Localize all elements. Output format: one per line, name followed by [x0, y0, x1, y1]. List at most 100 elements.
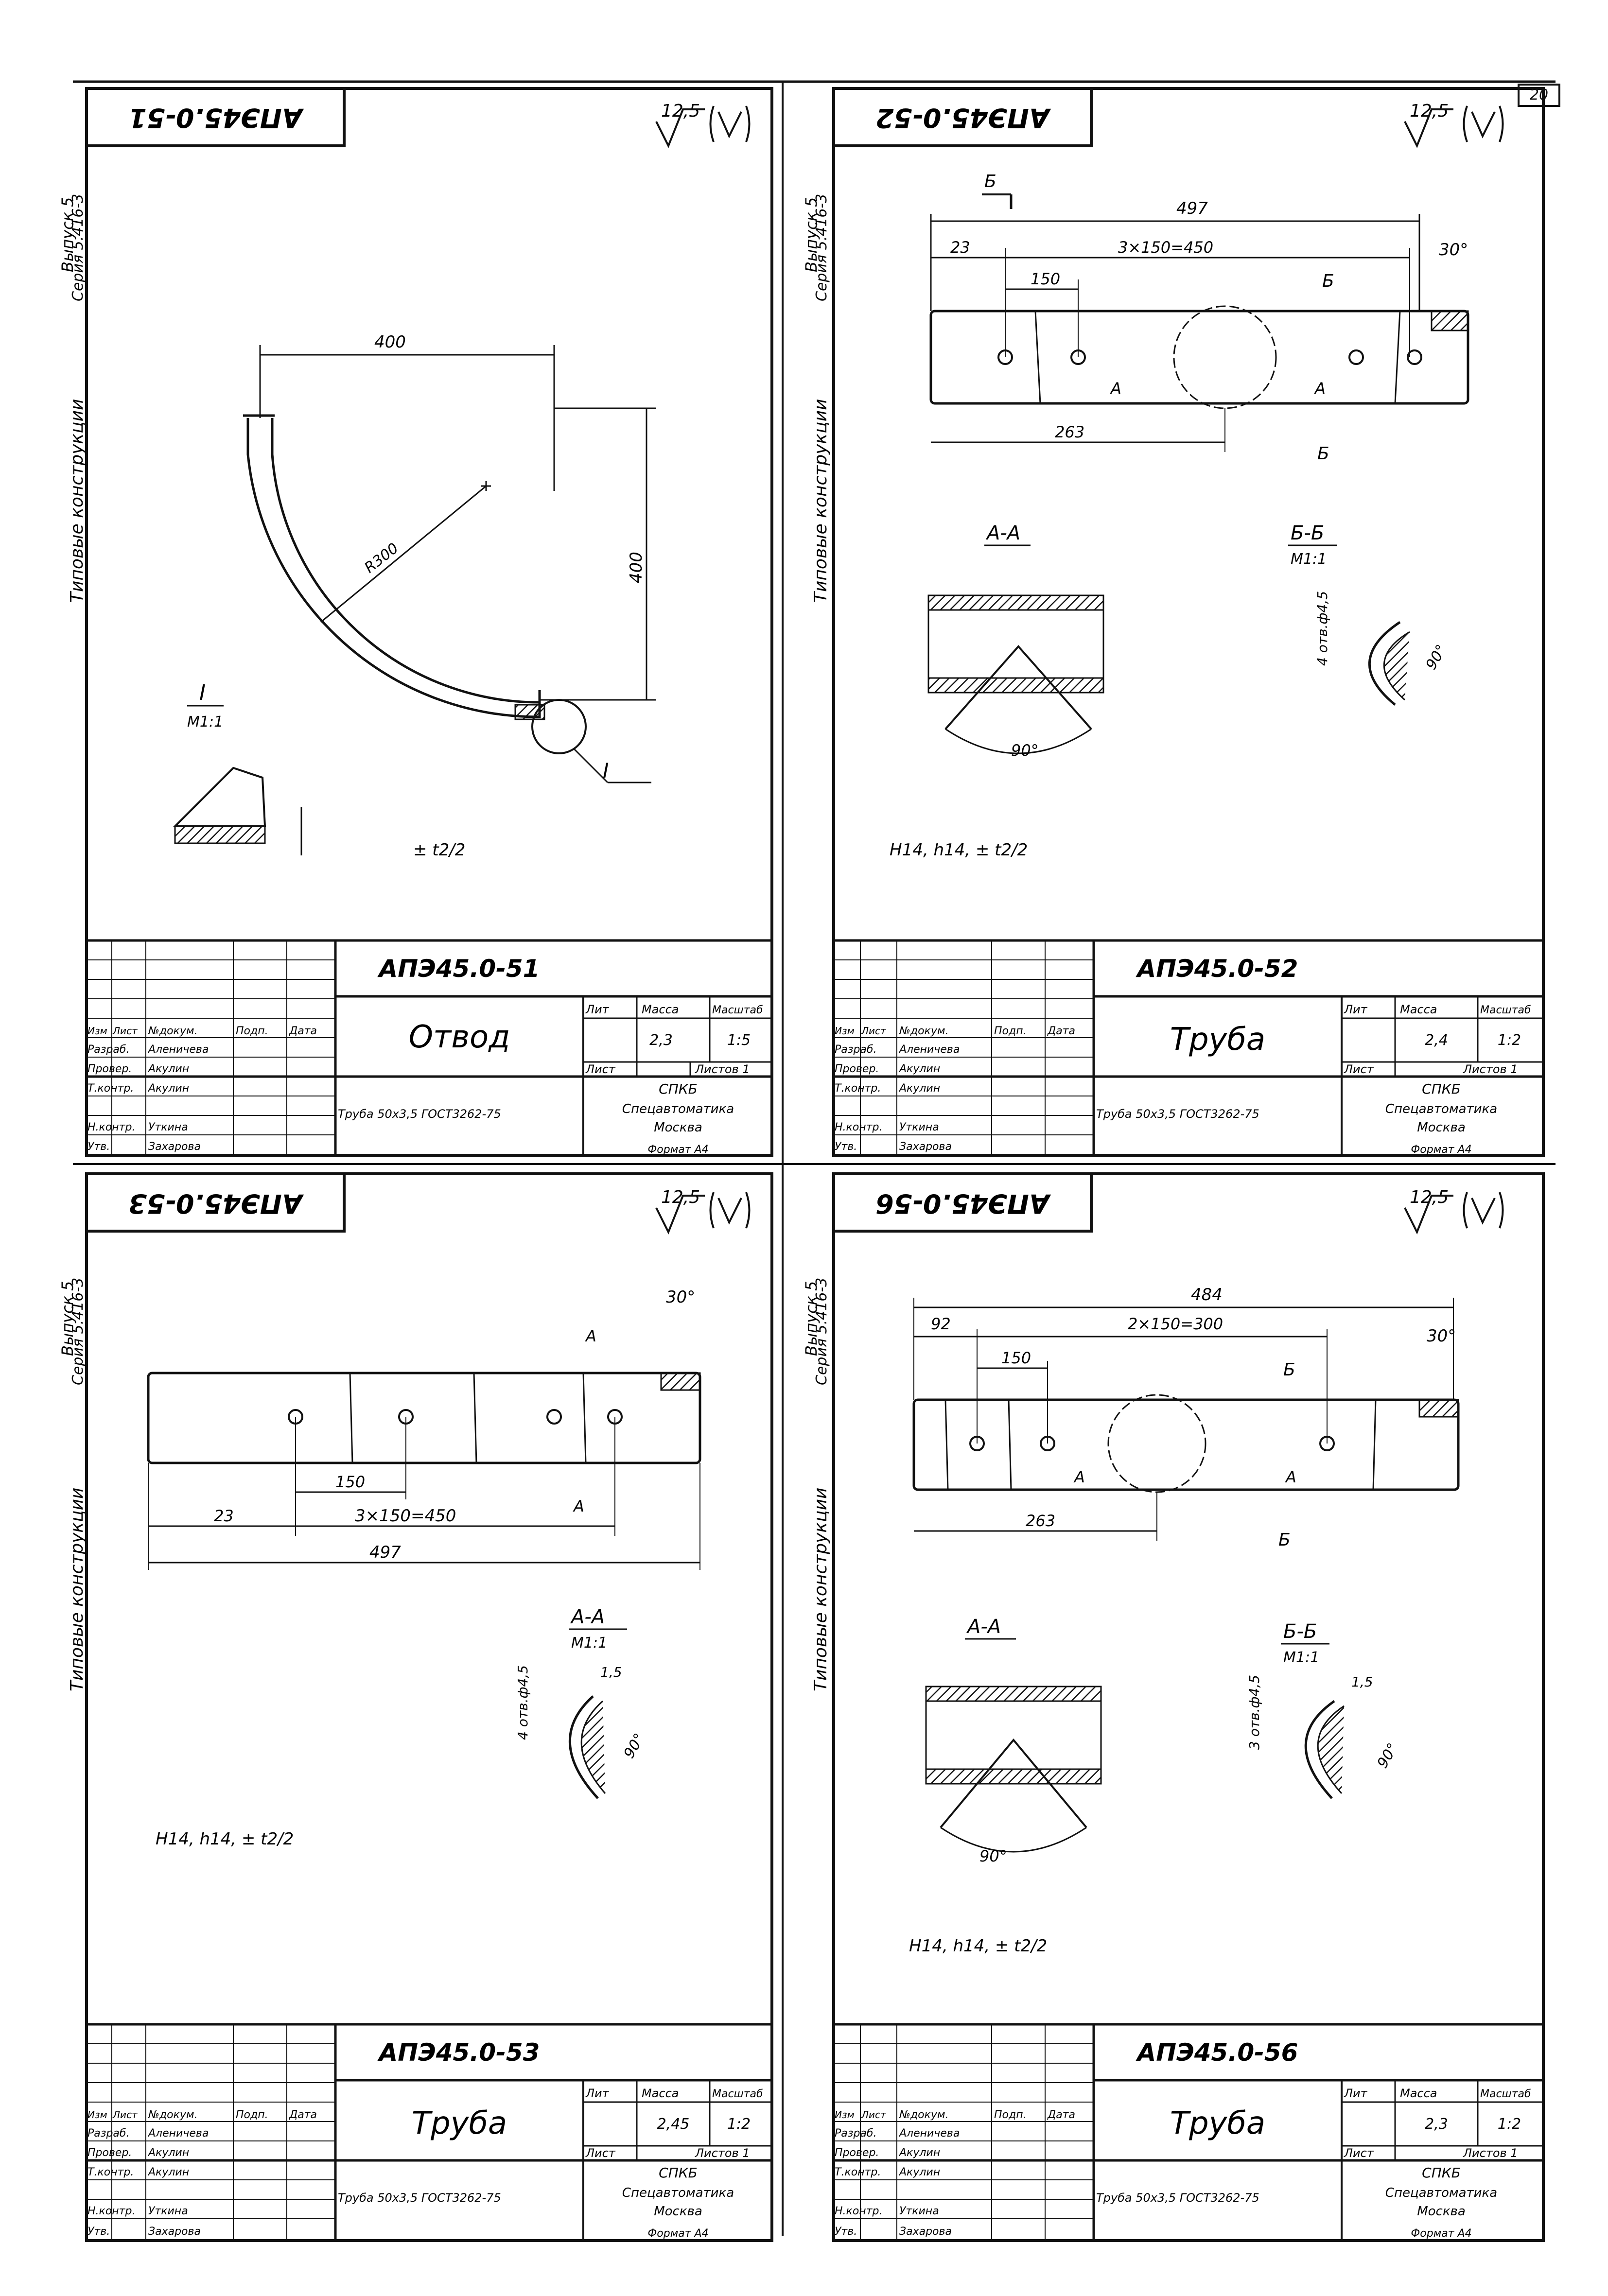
- part-name-4: Труба: [1170, 2105, 1265, 2141]
- title-block-3: Изм Лист №докум. Подп. Дата Разраб. Ален…: [85, 2023, 773, 2242]
- org1-2: СПКБ: [1422, 1081, 1461, 1097]
- sheet-2-series: Серия 5.416-3: [813, 194, 830, 301]
- person-nkontr: Уткина: [899, 1121, 939, 1133]
- lbl-podp: Подп.: [236, 2109, 268, 2121]
- org3-3: Москва: [654, 2204, 702, 2219]
- dim-horizontal: 400: [374, 332, 406, 352]
- sheet-1-issue: Выпуск 5: [58, 197, 77, 272]
- person-tkontr: Акулин: [147, 2166, 189, 2178]
- section-bb-angle-4: 90°: [1374, 1740, 1402, 1771]
- person-nkontr: Уткина: [899, 2205, 939, 2217]
- section-aa-angle-3: 90°: [621, 1730, 648, 1761]
- lbl-list: Лист: [861, 2109, 887, 2121]
- sheet-3-series: Серия 5.416-3: [70, 1278, 87, 1385]
- lbl-utv: Утв.: [835, 1141, 857, 1153]
- org3-1: Москва: [654, 1120, 702, 1135]
- person-razrab: Аленичева: [147, 2127, 209, 2139]
- material-4: Труба 50х3,5 ГОСТ3262-75: [1096, 2191, 1259, 2205]
- sheet-3-stamp-code: АПЭ45.0-53: [128, 1188, 304, 1219]
- lbl-data: Дата: [1047, 1025, 1075, 1037]
- person-prover: Акулин: [147, 1063, 189, 1075]
- wall-note-4: 1,5: [1351, 1674, 1373, 1690]
- tolerance-note-4: H14, h14, ± t2/2: [909, 1936, 1047, 1956]
- lbl-sheet: Лист: [585, 1062, 616, 1076]
- title-block-4: Изм Лист №докум. Подп. Дата Разраб. Ален…: [832, 2023, 1545, 2242]
- dim-step-3: 150: [335, 1473, 365, 1491]
- lbl-podp: Подп.: [994, 2109, 1027, 2121]
- cut-mark-b-2: Б: [1317, 444, 1329, 464]
- section-aa-title-4: А-А: [966, 1616, 1001, 1638]
- dim-step-2: 150: [1031, 270, 1060, 288]
- lbl-massa: Масса: [642, 1003, 679, 1016]
- lbl-sheet: Лист: [585, 2146, 616, 2160]
- material-2: Труба 50х3,5 ГОСТ3262-75: [1096, 1107, 1259, 1121]
- section-bb-scale-2: М1:1: [1291, 551, 1327, 568]
- lbl-razrab: Разраб.: [835, 1044, 876, 1056]
- lbl-ndoc: №докум.: [899, 1025, 948, 1037]
- roughness-icon: [655, 1195, 705, 1235]
- lbl-lit: Лит: [1344, 1003, 1368, 1016]
- lbl-ndoc: №докум.: [899, 2109, 948, 2121]
- cut-mark-b-top: Б: [1283, 1360, 1295, 1380]
- mass-4: 2,3: [1425, 2116, 1448, 2133]
- section-aa-angle-2: 90°: [1011, 741, 1039, 760]
- lbl-prover: Провер.: [87, 1063, 132, 1075]
- cut-mark-a-1: А: [1073, 1468, 1085, 1486]
- lbl-izm: Изм: [835, 2109, 855, 2121]
- title-code-4: АПЭ45.0-56: [1136, 2038, 1298, 2067]
- dim-step-4: 150: [1001, 1349, 1031, 1367]
- scale-4: 1:2: [1498, 2116, 1521, 2133]
- lbl-razrab: Разраб.: [87, 2127, 129, 2139]
- title-code-2: АПЭ45.0-52: [1136, 955, 1298, 983]
- person-razrab: Аленичева: [898, 1044, 960, 1056]
- lbl-data: Дата: [1047, 2109, 1075, 2121]
- dim-pitch-2: 3×150=450: [1118, 238, 1213, 257]
- tolerance-note: ± t2/2: [413, 840, 465, 860]
- lbl-nkontr: Н.контр.: [835, 2205, 882, 2217]
- lbl-list: Лист: [861, 1025, 887, 1037]
- cut-mark-b: Б: [1322, 271, 1334, 291]
- lbl-massa: Масса: [1400, 2087, 1437, 2100]
- person-razrab: Аленичева: [898, 2127, 960, 2139]
- org2-2: Спецавтоматика: [1385, 1102, 1497, 1116]
- lbl-nkontr: Н.контр.: [87, 2205, 135, 2217]
- sheet-3-category: Типовые конструкции: [67, 1488, 87, 1691]
- lbl-podp: Подп.: [994, 1025, 1027, 1037]
- sheet-4-stamp-code: АПЭ45.0-56: [875, 1188, 1051, 1219]
- sheet-4-roughness: 12,5: [1410, 1187, 1449, 1207]
- scale-2: 1:2: [1498, 1032, 1521, 1049]
- org1-1: СПКБ: [659, 1081, 698, 1097]
- dim-total-2: 497: [1176, 199, 1208, 218]
- section-bb-scale-4: М1:1: [1283, 1649, 1319, 1666]
- lbl-tkontr: Т.контр.: [835, 2166, 881, 2178]
- org1-3: СПКБ: [659, 2165, 698, 2181]
- sheet-1-stamp-code: АПЭ45.0-51: [128, 103, 304, 133]
- cut-mark-a-bottom: А: [573, 1497, 584, 1515]
- section-bb-title-2: Б-Б: [1291, 522, 1324, 544]
- lbl-data: Дата: [289, 1025, 317, 1037]
- holes-note-2: 4 отв.ф4,5: [1314, 591, 1330, 666]
- lbl-massa: Масса: [642, 2087, 679, 2100]
- person-tkontr: Акулин: [147, 1082, 189, 1095]
- person-razrab: Аленичева: [147, 1044, 209, 1056]
- dim-mid-4: 263: [1026, 1512, 1055, 1530]
- sheet-3: АПЭ45.0-53 12,5 Выпуск 5 Серия 5.416-3 Т…: [58, 1172, 773, 2242]
- sheet-1-series: Серия 5.416-3: [70, 194, 87, 301]
- sheet-4: АПЭ45.0-56 12,5 Выпуск 5 Серия 5.416-3 Т…: [802, 1172, 1545, 2242]
- dim-angle-2: 30°: [1439, 240, 1468, 260]
- lbl-nkontr: Н.контр.: [835, 1121, 882, 1133]
- cut-mark-a-1: А: [1110, 379, 1121, 398]
- org2-3: Спецавтоматика: [622, 2186, 734, 2200]
- dim-start-2: 23: [950, 238, 970, 257]
- part-name-2: Труба: [1170, 1022, 1265, 1058]
- mass-1: 2,3: [649, 1032, 673, 1049]
- detail-title: I: [199, 680, 206, 705]
- material-3: Труба 50х3,5 ГОСТ3262-75: [338, 2191, 501, 2205]
- lbl-razrab: Разраб.: [87, 1044, 129, 1056]
- title-block-1: Изм Лист №докум. Подп. Дата Разраб. Ален…: [85, 939, 773, 1157]
- person-utv: Захарова: [148, 2226, 201, 2238]
- lbl-prover: Провер.: [87, 2147, 132, 2159]
- section-bb-angle-2: 90°: [1423, 642, 1451, 673]
- lbl-prover: Провер.: [835, 1063, 879, 1075]
- title-code-1: АПЭ45.0-51: [377, 955, 540, 983]
